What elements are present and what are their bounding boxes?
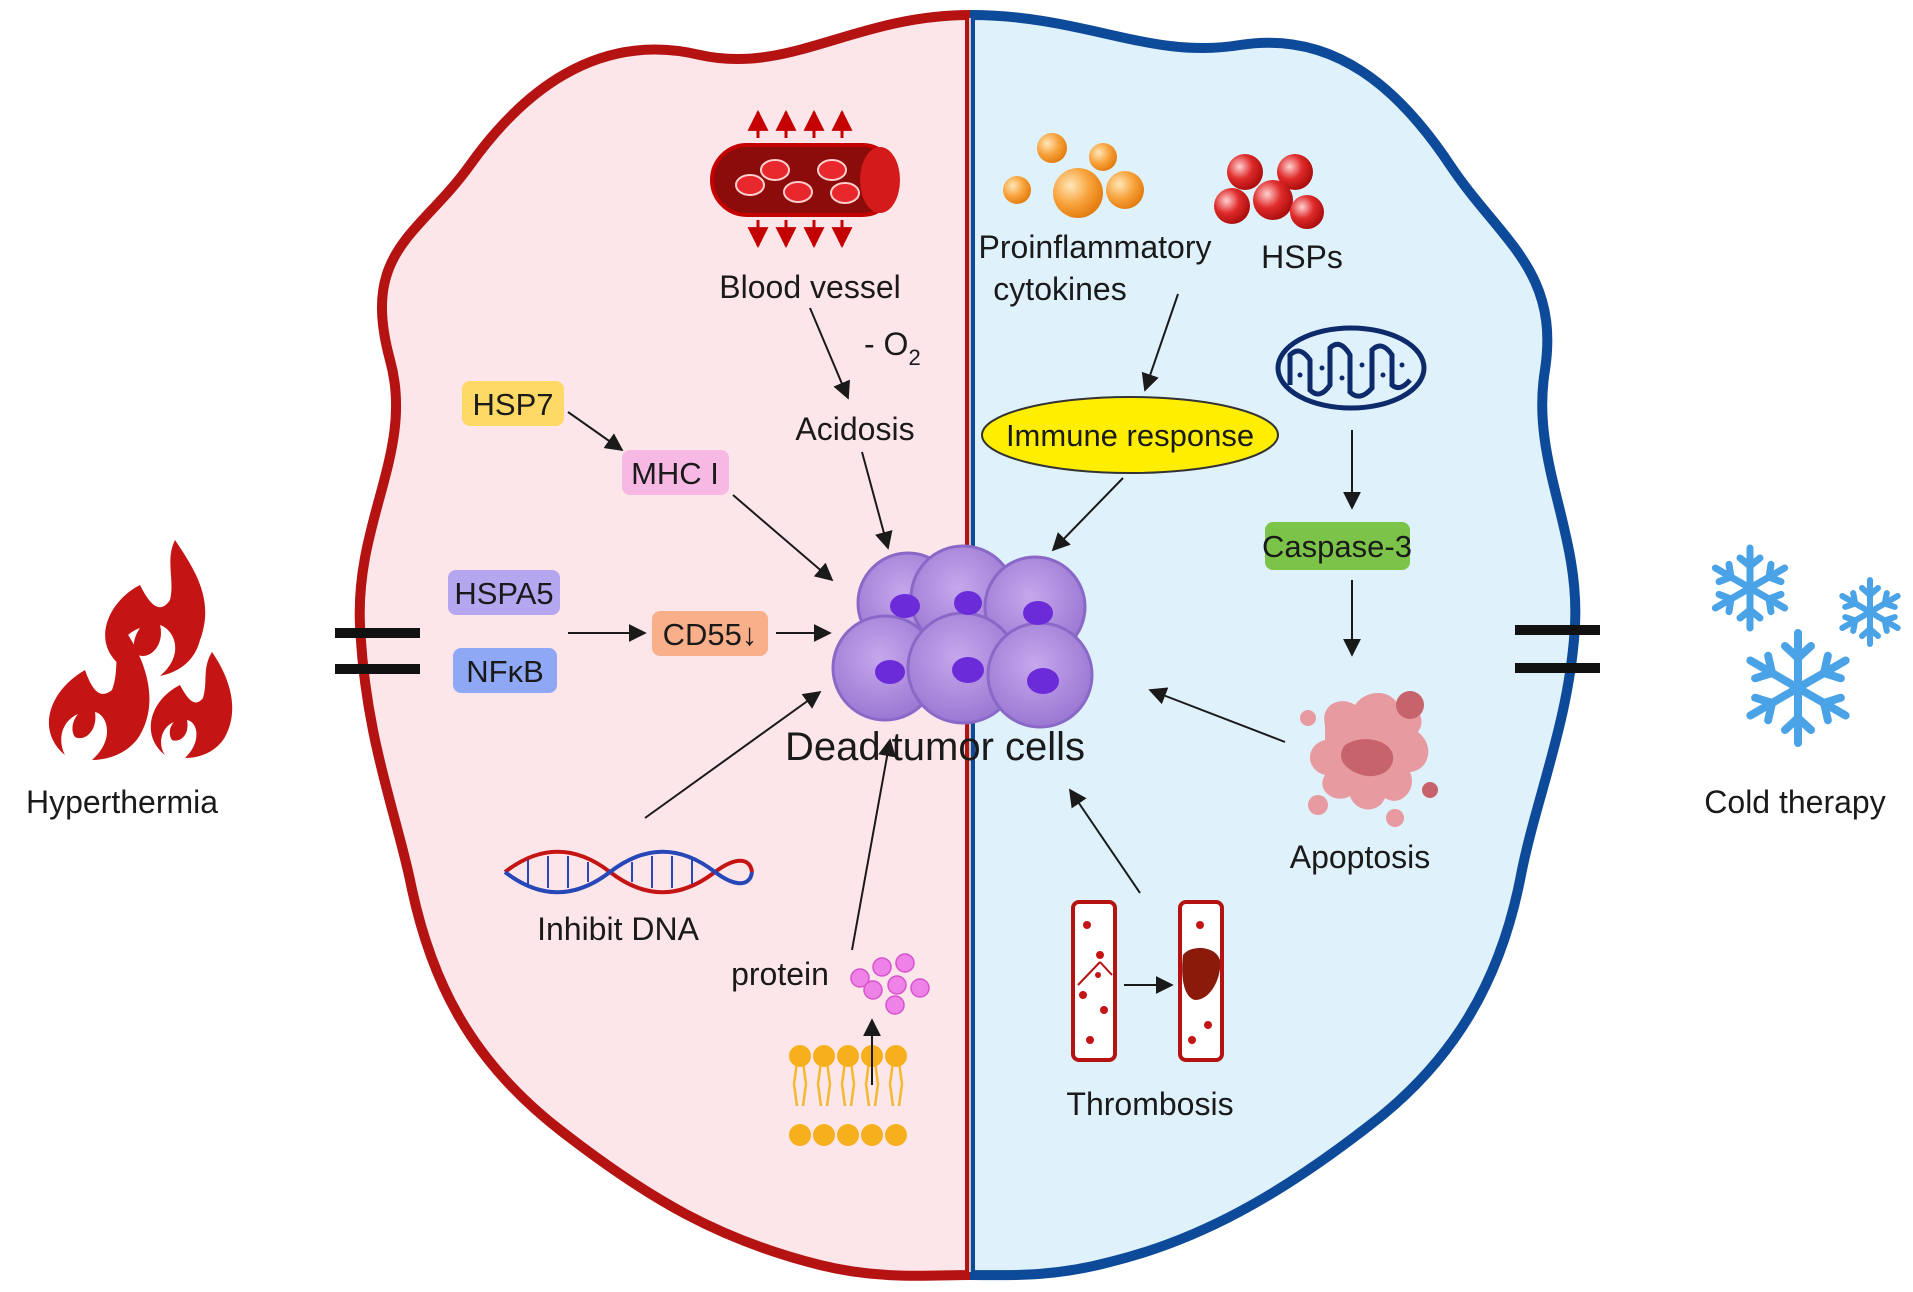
svg-text:HSPA5: HSPA5 (454, 576, 553, 611)
mhc1-box: MHC I (622, 450, 729, 495)
dna-helix-icon (503, 849, 754, 895)
mitochondrion-icon (1275, 325, 1427, 411)
hsp7-box: HSP7 (462, 381, 564, 426)
hspa5-box: HSPA5 (448, 570, 560, 615)
svg-text:CD55↓: CD55↓ (663, 617, 758, 652)
nfkb-box: NFκB (453, 648, 557, 693)
svg-text:Caspase-3: Caspase-3 (1262, 529, 1412, 564)
hsps-label: HSPs (1261, 239, 1343, 275)
protein-label: protein (731, 956, 829, 992)
hyperthermia-label: Hyperthermia (26, 784, 218, 820)
hsps-icon (1214, 154, 1324, 229)
dead-tumor-cells-label: Dead tumor cells (785, 725, 1085, 769)
svg-text:Immune response: Immune response (1006, 418, 1254, 453)
right-equals-mark (1515, 625, 1600, 673)
svg-text:NFκB: NFκB (466, 654, 544, 689)
acidosis-label: Acidosis (795, 411, 914, 447)
thrombosis-label: Thrombosis (1066, 1086, 1233, 1122)
svg-text:HSP7: HSP7 (473, 387, 554, 422)
blood-vessel-label: Blood vessel (719, 269, 900, 305)
cd55-box: CD55↓ (652, 611, 768, 656)
immune-response-box: Immune response (981, 396, 1279, 474)
apoptosis-icon (1300, 691, 1438, 827)
thrombosis-icon (1071, 900, 1224, 1062)
svg-text:MHC I: MHC I (631, 456, 719, 491)
right-half (970, 9, 1581, 1281)
protein-dots-icon (850, 953, 930, 1015)
proinflammatory-label: Proinflammatory (979, 229, 1212, 265)
arrows (567, 293, 1361, 1085)
inhibit-dna-label: Inhibit DNA (537, 911, 700, 947)
oxygen-label: - O2 (864, 326, 921, 370)
caspase-3-box: Caspase-3 (1262, 522, 1412, 570)
lipid-bilayer-icon (789, 1045, 907, 1146)
left-equals-mark (335, 628, 420, 674)
apoptosis-label: Apoptosis (1290, 839, 1431, 875)
cytokines-label: cytokines (993, 271, 1126, 307)
cold-therapy-label: Cold therapy (1704, 784, 1885, 820)
dead-tumor-cells-icon (831, 544, 1094, 729)
snowflake-icon (1710, 544, 1901, 747)
flame-icon (48, 540, 233, 760)
blood-vessel-icon (710, 109, 900, 249)
right-half-fill (970, 9, 1581, 1281)
cytokine-icon (1003, 133, 1144, 218)
